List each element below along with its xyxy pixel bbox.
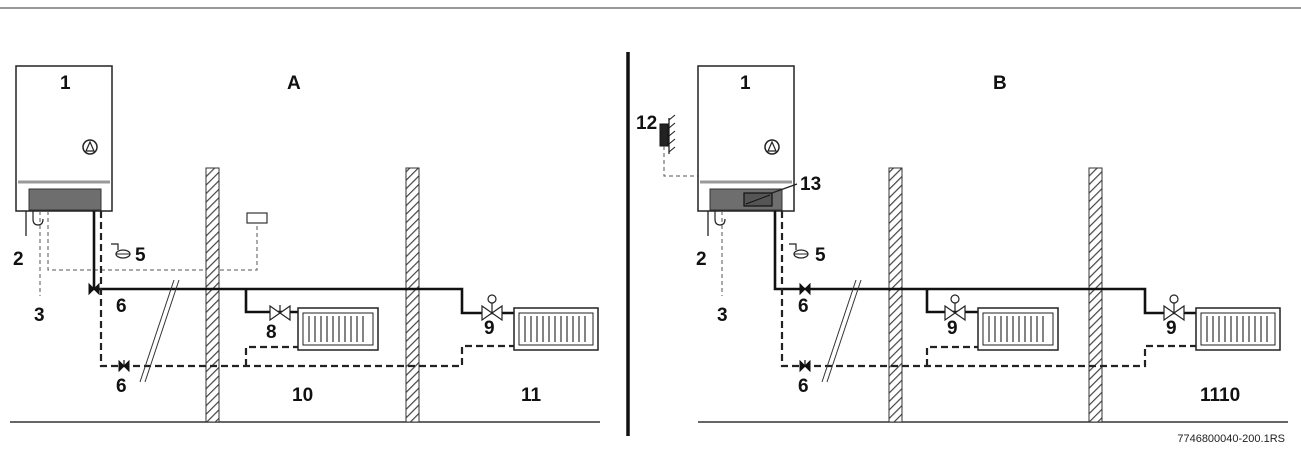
pump-icon-a (82, 139, 98, 155)
wall-b-2 (1088, 167, 1103, 423)
break-mark-b-1 (821, 279, 857, 383)
break-mark-a-2 (144, 279, 180, 383)
room-thermostat-a (246, 212, 268, 224)
label-b-valve-supply: 6 (798, 296, 809, 317)
thermostatic-valve-icon-b-9b (1163, 294, 1185, 322)
label-a-valve-supply: 6 (116, 296, 127, 317)
radiator-b-2 (1195, 307, 1281, 351)
wall-b-1 (888, 167, 903, 423)
return-pipe-a (99, 211, 514, 368)
radiator-b-1 (977, 307, 1059, 351)
controller-wire-b (663, 146, 700, 177)
label-b-expansion-tank: 5 (815, 245, 826, 266)
thermostat-wire-a (47, 211, 258, 271)
drain-siphon-b (714, 211, 726, 226)
radiator-valve-icon-a-8 (269, 304, 291, 322)
room-controller-icon-b (659, 114, 676, 154)
supply-pipe-a (92, 211, 514, 315)
shutoff-valve-icon-a-return (118, 359, 130, 373)
panel-a: 1 A 2 3 5 6 6 8 9 10 11 (10, 65, 600, 423)
shutoff-valve-icon-b-supply (799, 282, 811, 296)
label-a-expansion-tank: 5 (135, 245, 146, 266)
label-a-radiator-valve-1: 8 (266, 322, 277, 343)
label-a-drain: 2 (13, 249, 24, 270)
control-module-diag-b (745, 194, 771, 205)
label-b-drain: 2 (696, 249, 707, 270)
break-mark-a-1 (139, 279, 175, 383)
expansion-tank-icon-b (789, 243, 809, 259)
label-a-room-1: 10 (292, 385, 313, 406)
drain-siphon-a (32, 211, 44, 226)
pump-icon-b (764, 139, 780, 155)
return-pipe-b (780, 211, 1196, 368)
figure-reference: 7746800040-200.1RS (1177, 433, 1285, 445)
label-a-valve-return: 6 (116, 376, 127, 397)
label-a-outdoor-sensor: 3 (34, 305, 45, 326)
label-b-radiator-valve-1: 9 (947, 318, 958, 339)
expansion-tank-icon-a (111, 243, 131, 259)
thermostatic-valve-icon-a-9 (481, 294, 503, 322)
panel-a-title: A (287, 73, 301, 94)
shutoff-valve-icon-a-supply (88, 282, 100, 296)
shutoff-valve-icon-b-return (799, 359, 811, 373)
wall-a-2 (405, 167, 420, 423)
label-b-radiator-valve-2: 9 (1166, 318, 1177, 339)
label-b-room-controller: 12 (636, 113, 657, 134)
label-a-radiator-valve-2: 9 (484, 318, 495, 339)
panel-b-title: B (993, 73, 1007, 94)
label-b-room-combined: 1110 (1200, 385, 1240, 406)
label-a-boiler: 1 (60, 73, 71, 94)
label-a-room-2: 11 (521, 385, 542, 406)
return-branch-a (244, 345, 298, 366)
supply-pipe-b (773, 211, 1196, 315)
label-b-outdoor-sensor: 3 (717, 305, 728, 326)
panel-b: 1 B 12 13 2 3 5 6 6 9 9 1110 (636, 65, 1288, 423)
wall-a-1 (205, 167, 220, 423)
break-mark-b-2 (826, 279, 862, 383)
label-b-boiler: 1 (740, 73, 751, 94)
boiler-a (15, 65, 113, 212)
label-b-valve-return: 6 (798, 376, 809, 397)
return-branch-b (925, 345, 978, 366)
radiator-a-1 (297, 307, 379, 351)
thermostatic-valve-icon-b-9a (944, 294, 966, 322)
radiator-a-2 (513, 307, 599, 351)
label-b-control-module: 13 (800, 174, 821, 195)
boiler-b (697, 65, 795, 212)
control-panel-a (28, 188, 102, 211)
control-module-leader-b (771, 183, 798, 194)
